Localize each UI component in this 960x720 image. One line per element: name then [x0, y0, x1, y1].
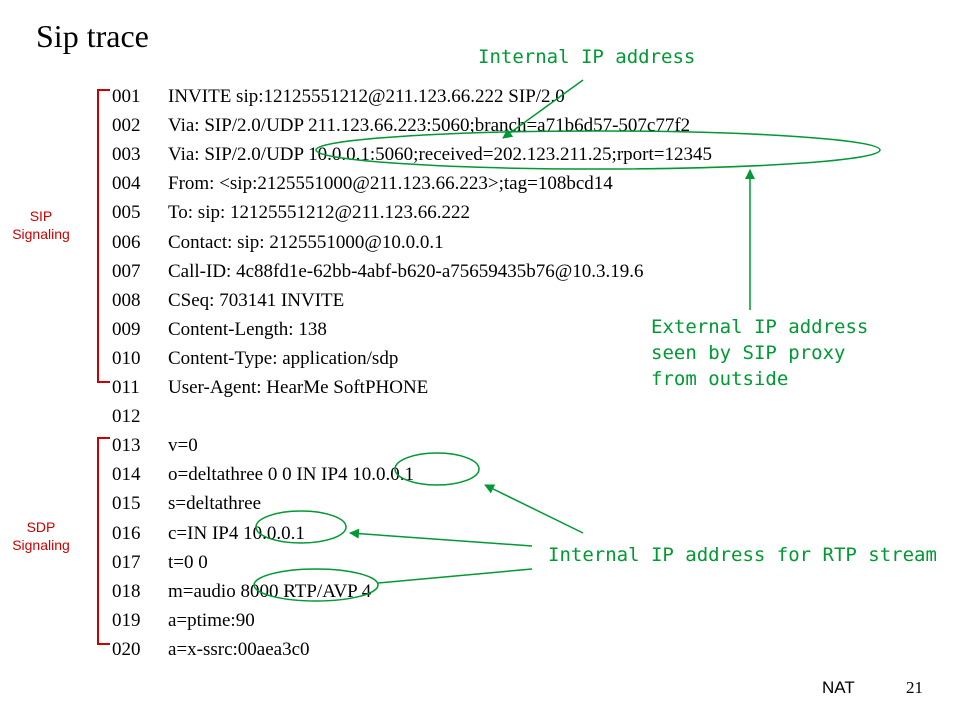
trace-line-number: 012 — [112, 406, 141, 428]
trace-line-number: 006 — [112, 231, 141, 253]
trace-line-number: 002 — [112, 115, 141, 137]
trace-line-text: s=deltathree — [168, 493, 262, 515]
trace-line-text: Via: SIP/2.0/UDP 10.0.0.1:5060;received=… — [168, 144, 712, 166]
trace-line-number: 016 — [112, 522, 141, 544]
trace-line-number: 004 — [112, 173, 141, 195]
trace-line: 002 Via: SIP/2.0/UDP 211.123.66.223:5060;… — [112, 113, 690, 139]
trace-line-number: 019 — [112, 609, 141, 631]
sip-signaling-label-line1: SIP — [29, 208, 53, 224]
trace-line-number: 005 — [112, 202, 141, 224]
footer-label: NAT — [822, 678, 855, 697]
trace-line-text: m=audio 8000 RTP/AVP 4 — [168, 580, 372, 602]
trace-line: 012 — [112, 404, 168, 430]
trace-line-text: To: sip: 12125551212@211.123.66.222 — [168, 202, 471, 224]
trace-line: 015 s=deltathree — [112, 491, 261, 517]
trace-line-text: INVITE sip:12125551212@211.123.66.222 SI… — [168, 86, 565, 107]
trace-line-number: 015 — [112, 493, 141, 515]
trace-line-text: User-Agent: HearMe SoftPHONE — [168, 377, 429, 398]
trace-line: 009 Content-Length: 138 — [112, 317, 327, 343]
trace-line-number: 001 — [112, 86, 141, 107]
sdp-signaling-label: SDP Signaling — [6, 518, 76, 554]
trace-line: 014 o=deltathree 0 0 IN IP4 10.0.0.1 — [112, 462, 414, 488]
trace-line-number: 018 — [112, 580, 141, 602]
trace-line-number: 013 — [112, 435, 141, 457]
trace-line: 017 t=0 0 — [112, 550, 208, 576]
trace-line-text: From: <sip:2125551000@211.123.66.223>;ta… — [168, 173, 613, 195]
trace-line-text: Call-ID: 4c88fd1e-62bb-4abf-b620-a756594… — [168, 260, 644, 282]
sdp-signaling-label-line2: Signaling — [12, 537, 70, 553]
trace-line-text: v=0 — [168, 435, 198, 457]
sip-signaling-label: SIP Signaling — [6, 207, 76, 243]
annotation-external-ip: External IP address seen by SIP proxy fr… — [651, 314, 868, 392]
trace-line-number: 017 — [112, 551, 141, 573]
trace-line-text: Contact: sip: 2125551000@10.0.0.1 — [168, 231, 444, 253]
trace-line-text: Via: SIP/2.0/UDP 211.123.66.223:5060;bra… — [168, 115, 691, 137]
trace-line: 007 Call-ID: 4c88fd1e-62bb-4abf-b620-a756… — [112, 259, 644, 285]
trace-line: 004 From: <sip:2125551000@211.123.66.223>… — [112, 171, 613, 197]
trace-line: 018 m=audio 8000 RTP/AVP 4 — [112, 579, 371, 605]
trace-line-number: 011 — [112, 377, 140, 398]
trace-line-number: 009 — [112, 318, 141, 340]
trace-line: 020 a=x-ssrc:00aea3c0 — [112, 637, 310, 663]
trace-line-text: a=ptime:90 — [168, 609, 255, 631]
trace-line-text: Content-Length: 138 — [168, 318, 327, 340]
trace-line: 011 User-Agent: HearMe SoftPHONE — [112, 375, 428, 401]
trace-line-text: c=IN IP4 10.0.0.1 — [168, 522, 305, 544]
trace-line: 003 Via: SIP/2.0/UDP 10.0.0.1:5060;receiv… — [112, 142, 712, 168]
trace-line: 005 To: sip: 12125551212@211.123.66.222 — [112, 200, 470, 226]
page-number: 21 — [906, 678, 923, 697]
trace-line-text: t=0 0 — [168, 551, 208, 573]
sip-signaling-label-line2: Signaling — [12, 226, 70, 242]
trace-line: 010 Content-Type: application/sdp — [112, 346, 398, 372]
trace-line: 006 Contact: sip: 2125551000@10.0.0.1 — [112, 230, 444, 256]
trace-line: 013 v=0 — [112, 433, 198, 459]
trace-line-text: o=deltathree 0 0 IN IP4 10.0.0.1 — [168, 464, 415, 486]
trace-line-number: 010 — [112, 347, 141, 369]
annotation-external-ip-line3: from outside — [651, 368, 789, 390]
trace-line-number: 014 — [112, 464, 141, 486]
annotation-external-ip-line2: seen by SIP proxy — [651, 342, 846, 364]
trace-line: 019 a=ptime:90 — [112, 608, 255, 634]
trace-line: 016 c=IN IP4 10.0.0.1 — [112, 521, 305, 547]
trace-line-text: CSeq: 703141 INVITE — [168, 289, 345, 311]
trace-line-text: Content-Type: application/sdp — [168, 347, 399, 369]
trace-line-number: 008 — [112, 289, 141, 311]
trace-line: 008 CSeq: 703141 INVITE — [112, 288, 344, 314]
slide-title: Sip trace — [36, 18, 149, 54]
sdp-signaling-label-line1: SDP — [26, 519, 56, 535]
trace-line-number: 003 — [112, 144, 141, 166]
annotation-external-ip-line1: External IP address — [651, 316, 869, 338]
trace-line-number: 007 — [112, 260, 141, 282]
trace-line: 001 INVITE sip:12125551212@211.123.66.222… — [112, 84, 565, 110]
trace-line-number: 020 — [112, 638, 141, 660]
annotation-internal-ip: Internal IP address — [478, 46, 696, 68]
trace-line-text: a=x-ssrc:00aea3c0 — [168, 638, 310, 660]
annotation-rtp-ip: Internal IP address for RTP stream — [548, 544, 937, 566]
